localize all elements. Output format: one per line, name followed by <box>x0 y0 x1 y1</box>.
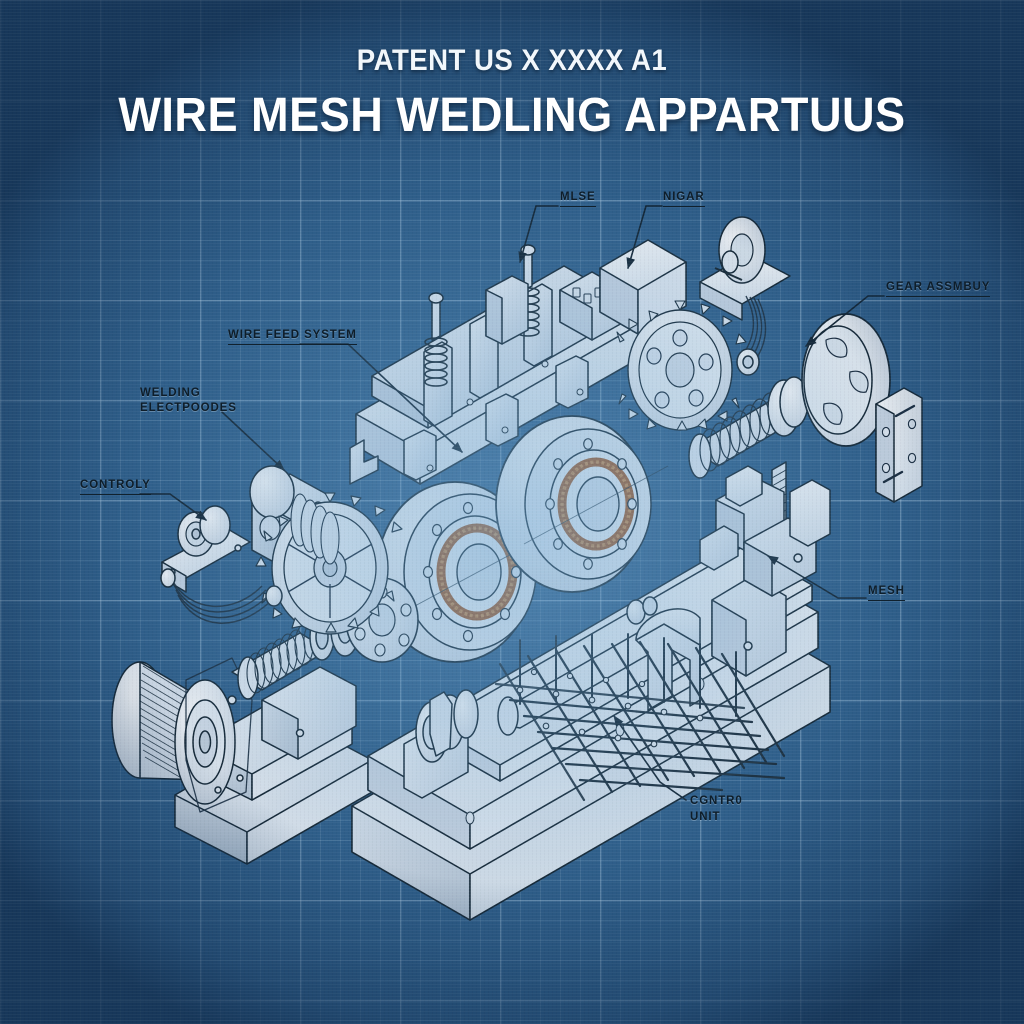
grid-coarse <box>0 0 1024 1024</box>
blueprint-canvas: PATENT US X XXXX A1 WIRE MESH WEDLING AP… <box>0 0 1024 1024</box>
blueprint-paper <box>0 0 1024 1024</box>
